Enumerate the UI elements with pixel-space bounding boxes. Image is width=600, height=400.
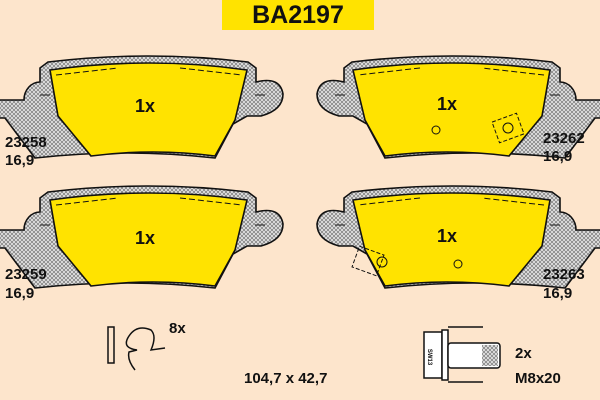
quantity-label: 1x [135, 96, 156, 116]
thickness: 16,9 [5, 152, 35, 169]
thickness: 16,9 [5, 285, 35, 302]
thickness: 16,9 [543, 148, 573, 165]
wear-sensor-icon [351, 112, 525, 277]
article-number: 23259 [5, 266, 47, 283]
article-number: 23258 [5, 134, 47, 151]
quantity-label: 1x [437, 226, 458, 246]
quantity-label: 1x [437, 94, 458, 114]
bolt-size: M8x20 [515, 370, 561, 387]
article-number: 23262 [543, 130, 585, 147]
article-number: 23263 [543, 266, 585, 283]
bolt-icon [423, 326, 501, 383]
clip-icon [107, 326, 166, 371]
clip-quantity: 8x [169, 320, 186, 337]
thickness: 16,9 [543, 285, 573, 302]
quantity-label: 1x [135, 228, 156, 248]
bolt-quantity: 2x [515, 345, 532, 362]
part-number-title: BA2197 [222, 0, 374, 30]
dimensions: 104,7 x 42,7 [244, 370, 328, 387]
bolt-marking: SW13 [426, 348, 433, 366]
